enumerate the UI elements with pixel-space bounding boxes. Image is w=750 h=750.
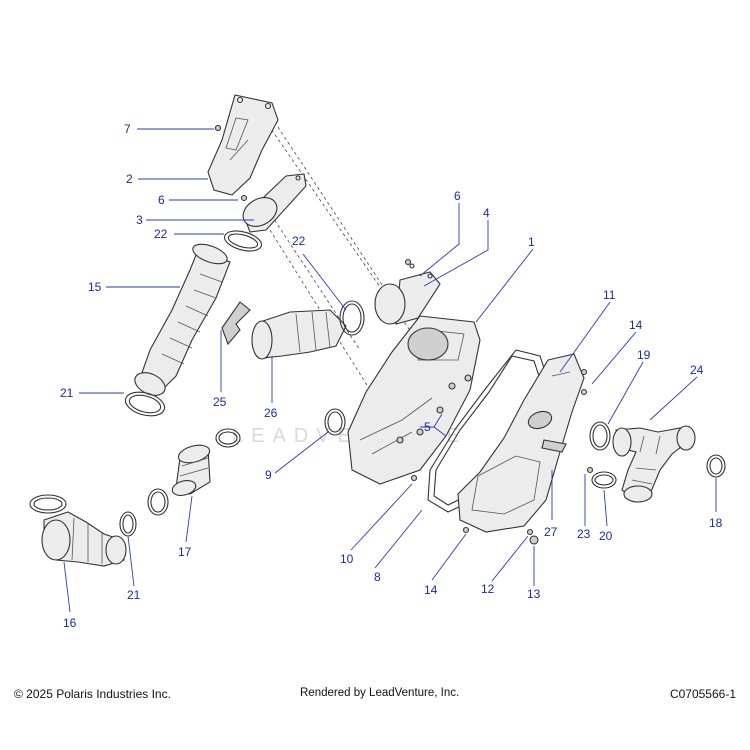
callout-24: 24 — [690, 363, 704, 377]
callout-23: 23 — [577, 527, 591, 541]
callout-22-mid: 22 — [292, 234, 306, 248]
part-plate — [541, 439, 567, 453]
rendered-by-text: Rendered by LeadVenture, Inc. — [300, 687, 460, 699]
callout-25: 25 — [213, 395, 227, 409]
callout-19: 19 — [637, 348, 651, 362]
callout-8: 8 — [374, 570, 381, 584]
callout-18: 18 — [709, 516, 723, 530]
callout-14-lower: 14 — [424, 583, 438, 597]
callout-21-left: 21 — [60, 386, 74, 400]
callout-15: 15 — [88, 280, 102, 294]
part-clamp-lower-right — [591, 471, 617, 489]
callout-21-lower: 21 — [127, 588, 141, 602]
part-duct-lower — [29, 494, 137, 567]
callout-1: 1 — [528, 235, 535, 249]
part-duct-long — [134, 243, 231, 396]
part-clamp-small — [706, 454, 726, 478]
callout-10: 10 — [340, 552, 354, 566]
callout-2: 2 — [126, 172, 133, 186]
callout-12: 12 — [481, 582, 495, 596]
part-bracket — [221, 301, 251, 346]
fasteners — [214, 124, 594, 545]
callout-7: 7 — [124, 122, 131, 136]
callout-5: 5 — [424, 420, 431, 434]
part-elbow-duct — [612, 425, 696, 503]
callout-27: 27 — [544, 525, 558, 539]
part-clamp-mid — [339, 300, 365, 336]
part-outlet-duct — [374, 263, 441, 325]
callout-6-right: 6 — [454, 189, 461, 203]
part-inner-cover — [347, 315, 481, 485]
callout-13: 13 — [527, 587, 541, 601]
callout-17: 17 — [178, 545, 192, 559]
callout-20: 20 — [599, 529, 613, 543]
callout-14-upper: 14 — [629, 318, 643, 332]
part-inlet-boot — [251, 309, 347, 360]
leader-lines — [63, 128, 717, 613]
part-heat-shield — [207, 94, 279, 196]
copyright-text: © 2025 Polaris Industries Inc. — [14, 687, 171, 701]
callout-11: 11 — [603, 288, 616, 302]
part-intake-cone — [242, 173, 307, 233]
callout-4: 4 — [483, 206, 490, 220]
part-outer-cover — [457, 353, 585, 533]
callout-26: 26 — [264, 406, 278, 420]
callout-6-upper: 6 — [158, 193, 165, 207]
callout-16: 16 — [63, 616, 77, 630]
callout-3: 3 — [136, 213, 143, 227]
callout-22-upper: 22 — [154, 227, 168, 241]
callout-9: 9 — [265, 468, 272, 482]
diagram-code: C0705566-1 — [669, 687, 736, 701]
part-seal-ring — [324, 408, 346, 436]
callout-labels: 7 2 6 3 22 15 21 25 26 22 6 4 1 11 14 19… — [60, 122, 723, 630]
part-clamp-left — [124, 391, 166, 417]
part-clamp-right — [589, 421, 611, 451]
part-clamp-upper — [223, 230, 263, 252]
part-duct-short — [147, 428, 241, 516]
